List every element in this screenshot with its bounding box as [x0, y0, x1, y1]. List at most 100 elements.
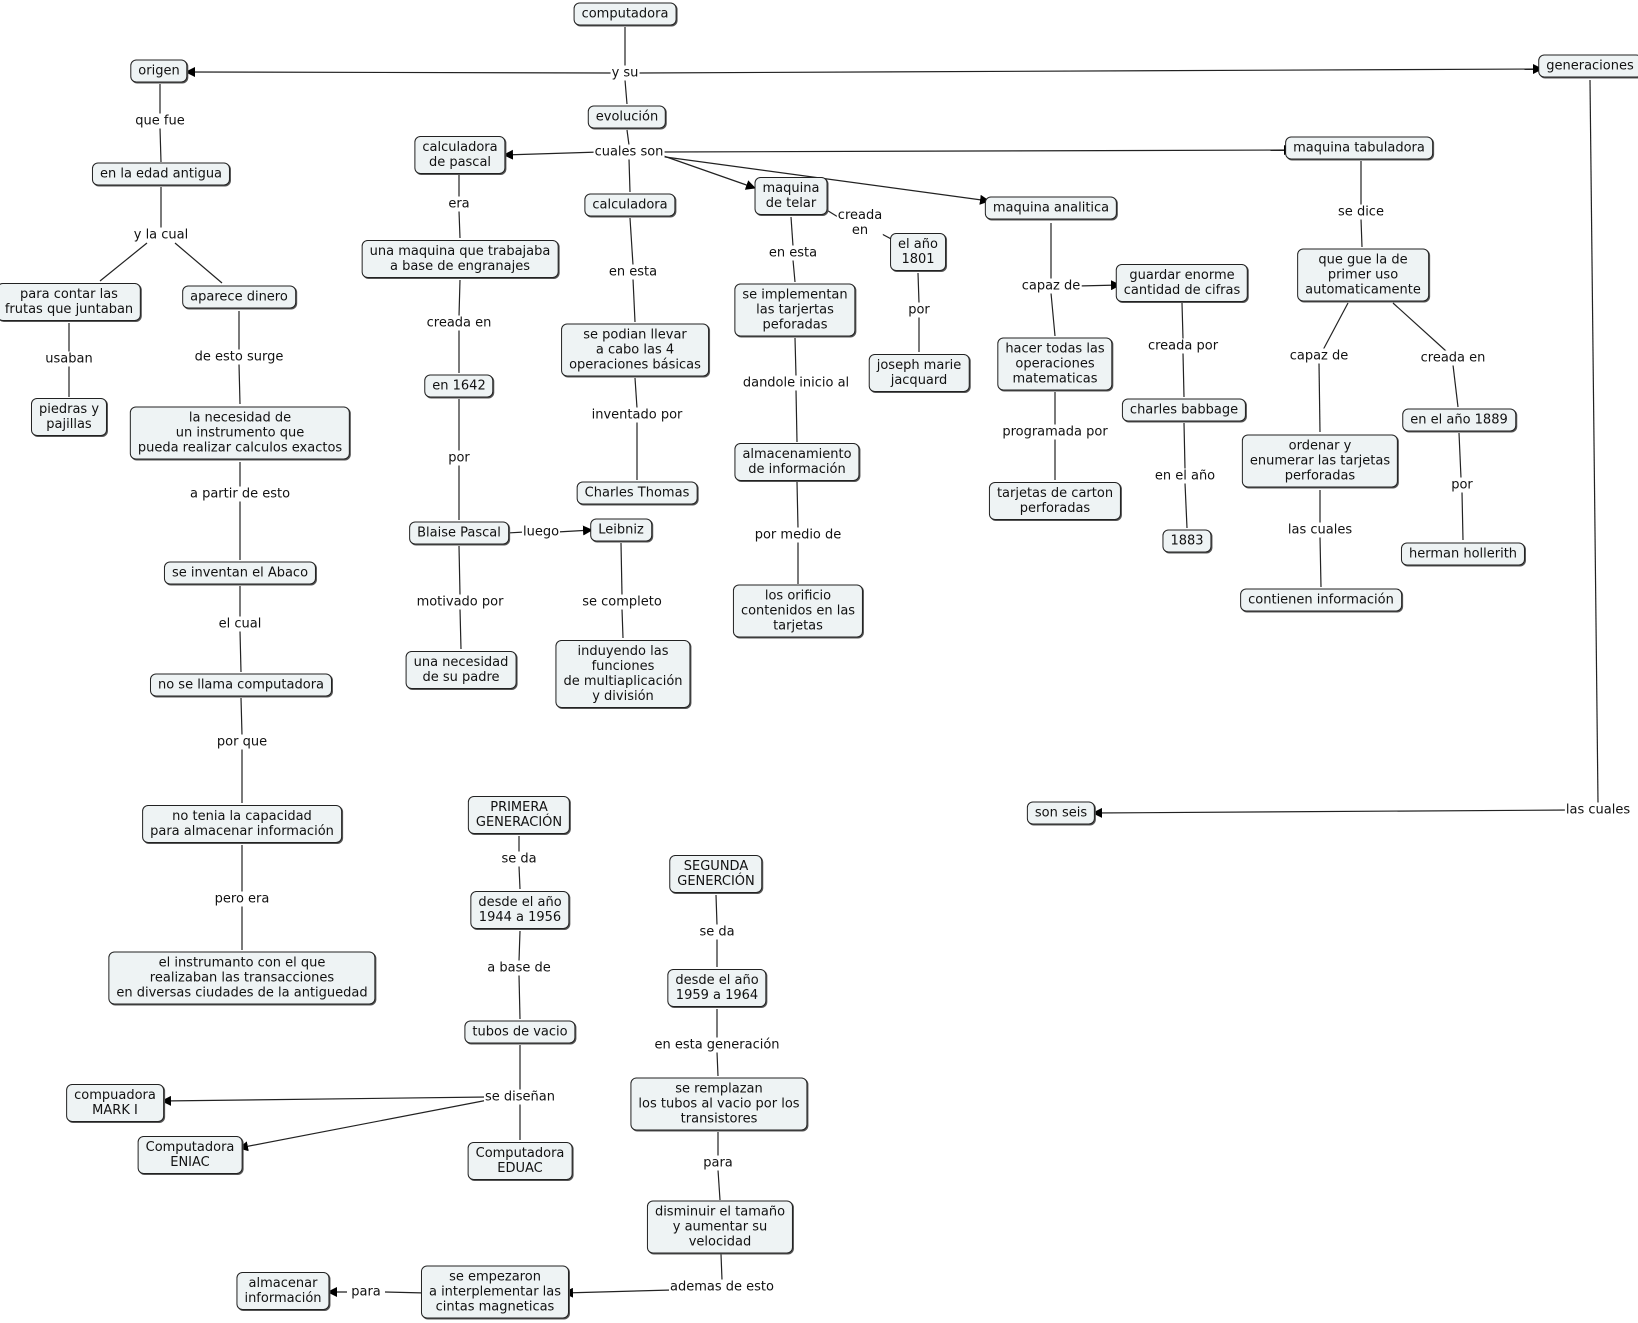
node-guardar-cifras[interactable]: guardar enorme cantidad de cifras: [1115, 264, 1249, 302]
link-dandole-inicio: dandole inicio al: [741, 375, 851, 391]
connector-line: [792, 259, 796, 283]
node-calculadora[interactable]: calculadora: [584, 193, 676, 217]
link-se-completo: se completo: [581, 594, 663, 610]
node-contar-frutas[interactable]: para contar las frutas que juntaban: [0, 283, 142, 321]
connector-line: [624, 79, 628, 105]
link-y-la-cual: y la cual: [132, 227, 190, 243]
connector-line: [1183, 422, 1186, 470]
connector-line: [917, 272, 920, 304]
connector-line: [1461, 491, 1464, 541]
link-se-disenan: se diseñan: [484, 1089, 556, 1105]
node-maquina-telar[interactable]: maquina de telar: [754, 177, 828, 215]
node-calculadora-pascal[interactable]: calculadora de pascal: [414, 136, 506, 174]
node-eniac[interactable]: Computadora ENIAC: [137, 1136, 243, 1174]
node-blaise-pascal[interactable]: Blaise Pascal: [409, 521, 509, 545]
connector-line: [174, 242, 223, 284]
connector-arrow: [657, 145, 1294, 156]
node-jacquard[interactable]: joseph marie jacquard: [868, 354, 970, 392]
node-contienen-informacion[interactable]: contienen información: [1240, 588, 1402, 612]
node-tarjetas-carton[interactable]: tarjetas de carton perforadas: [988, 482, 1122, 520]
link-por-que: por que: [215, 734, 269, 750]
node-son-seis[interactable]: son seis: [1026, 801, 1096, 825]
node-funciones[interactable]: induyendo las funciones de multiaplicaci…: [555, 640, 691, 708]
node-charles-babbage[interactable]: charles babbage: [1121, 398, 1247, 422]
connector-arrow: [503, 149, 601, 160]
node-en-1642[interactable]: en 1642: [424, 374, 494, 398]
connector-line: [1182, 352, 1185, 398]
node-transistores[interactable]: se remplazan los tubos al vacio por los …: [630, 1077, 808, 1131]
connector-arrow: [1092, 807, 1572, 818]
node-segunda-generacion[interactable]: SEGUNDA GENERCIÓN: [669, 855, 763, 893]
node-charles-thomas[interactable]: Charles Thomas: [576, 481, 698, 505]
node-todas-operaciones[interactable]: hacer todas las operaciones matematicas: [997, 337, 1113, 391]
node-tubos-vacio[interactable]: tubos de vacio: [464, 1020, 576, 1044]
node-primera-generacion[interactable]: PRIMERA GENERACIÓN: [467, 796, 571, 834]
connector-arrow: [637, 64, 1543, 75]
link-motivado-por: motivado por: [415, 594, 505, 610]
node-almacenar-informacion[interactable]: almacenar información: [236, 1272, 330, 1310]
node-origen[interactable]: origen: [130, 59, 188, 83]
link-las-cuales-generaciones: las cuales: [1564, 802, 1632, 818]
node-eduac[interactable]: Computadora EDUAC: [467, 1142, 573, 1180]
node-no-capacidad[interactable]: no tenia la capacidad para almacenar inf…: [142, 805, 342, 843]
connector-line: [715, 894, 718, 926]
node-disminuir-tamano[interactable]: disminuir el tamaño y aumentar su veloci…: [646, 1200, 794, 1254]
node-ordenar-tarjetas[interactable]: ordenar y enumerar las tarjetas perforad…: [1241, 434, 1399, 488]
node-maquina-analitica[interactable]: maquina analitica: [984, 196, 1118, 220]
connector-line: [634, 377, 638, 409]
link-por-medio-de: por medio de: [753, 527, 843, 543]
node-tarjetas-perforadas[interactable]: se implementan las tarjertas peforadas: [734, 283, 856, 337]
node-ano-1883[interactable]: 1883: [1162, 529, 1212, 553]
node-operaciones-basicas[interactable]: se podian llevar a cabo las 4 operacione…: [561, 323, 709, 377]
link-cuales-son: cuales son: [593, 144, 665, 160]
node-orificio[interactable]: los orificio contenidos en las tarjetas: [732, 584, 864, 638]
link-luego: luego: [521, 524, 561, 540]
node-cintas-magneticas[interactable]: se empezaron a interplementar las cintas…: [420, 1265, 570, 1319]
node-mark-i[interactable]: compuadora MARK I: [66, 1084, 164, 1122]
node-necesidad-instrumento[interactable]: la necesidad de un instrumento que pueda…: [129, 406, 351, 460]
node-no-computadora[interactable]: no se llama computadora: [149, 673, 333, 697]
connector-arrow: [556, 525, 593, 536]
connector-line: [632, 278, 636, 323]
node-desde-1944[interactable]: desde el año 1944 a 1956: [470, 891, 570, 929]
node-necesidad-padre[interactable]: una necesidad de su padre: [405, 651, 517, 689]
node-desde-1959[interactable]: desde el año 1959 a 1964: [667, 969, 767, 1007]
node-maquina-engranajes[interactable]: una maquina que trabajaba a base de engr…: [361, 240, 559, 278]
node-computadora[interactable]: computadora: [573, 2, 677, 26]
connector-line: [628, 158, 631, 193]
node-almacenamiento[interactable]: almacenamiento de información: [734, 443, 860, 481]
link-por-jacquard: por: [907, 302, 931, 318]
connector-arrow: [161, 1095, 489, 1106]
connector-line: [720, 1253, 723, 1281]
link-se-da-segunda: se da: [698, 924, 736, 940]
link-que-fue: que fue: [134, 113, 186, 129]
node-instrumento-transacciones[interactable]: el instrumanto con el que realizaban las…: [108, 951, 376, 1005]
node-piedras-pajillas[interactable]: piedras y pajillas: [30, 398, 108, 436]
connector-line: [458, 545, 461, 596]
connector-line: [629, 217, 634, 266]
link-pero-era: pero era: [213, 891, 271, 907]
node-aparece-dinero[interactable]: aparece dinero: [182, 285, 296, 309]
connector-line: [1322, 302, 1349, 351]
link-programada-por: programada por: [1001, 424, 1109, 440]
node-herman-hollerith[interactable]: herman hollerith: [1400, 542, 1526, 566]
node-maquina-tabuladora[interactable]: maquina tabuladora: [1285, 136, 1433, 160]
link-se-dice: se dice: [1337, 204, 1385, 220]
node-leibniz[interactable]: Leibniz: [590, 518, 652, 542]
node-edad-antigua[interactable]: en la edad antigua: [91, 162, 231, 186]
node-evolucion[interactable]: evolución: [587, 105, 667, 129]
node-ano-1801[interactable]: el año 1801: [890, 233, 946, 271]
link-en-esta-telar: en esta: [767, 245, 819, 261]
node-ano-1889[interactable]: en el año 1889: [1402, 408, 1516, 432]
connector-line: [795, 389, 798, 443]
connector-line: [790, 216, 794, 247]
connector-line: [1392, 302, 1447, 352]
node-generaciones[interactable]: generaciones: [1538, 54, 1638, 78]
connector-line: [458, 279, 461, 317]
link-era: era: [447, 196, 471, 212]
node-primer-uso[interactable]: que gue la de primer uso automaticamente: [1297, 248, 1429, 302]
node-abaco[interactable]: se inventan el Abaco: [163, 561, 317, 585]
connector-line: [796, 481, 799, 529]
